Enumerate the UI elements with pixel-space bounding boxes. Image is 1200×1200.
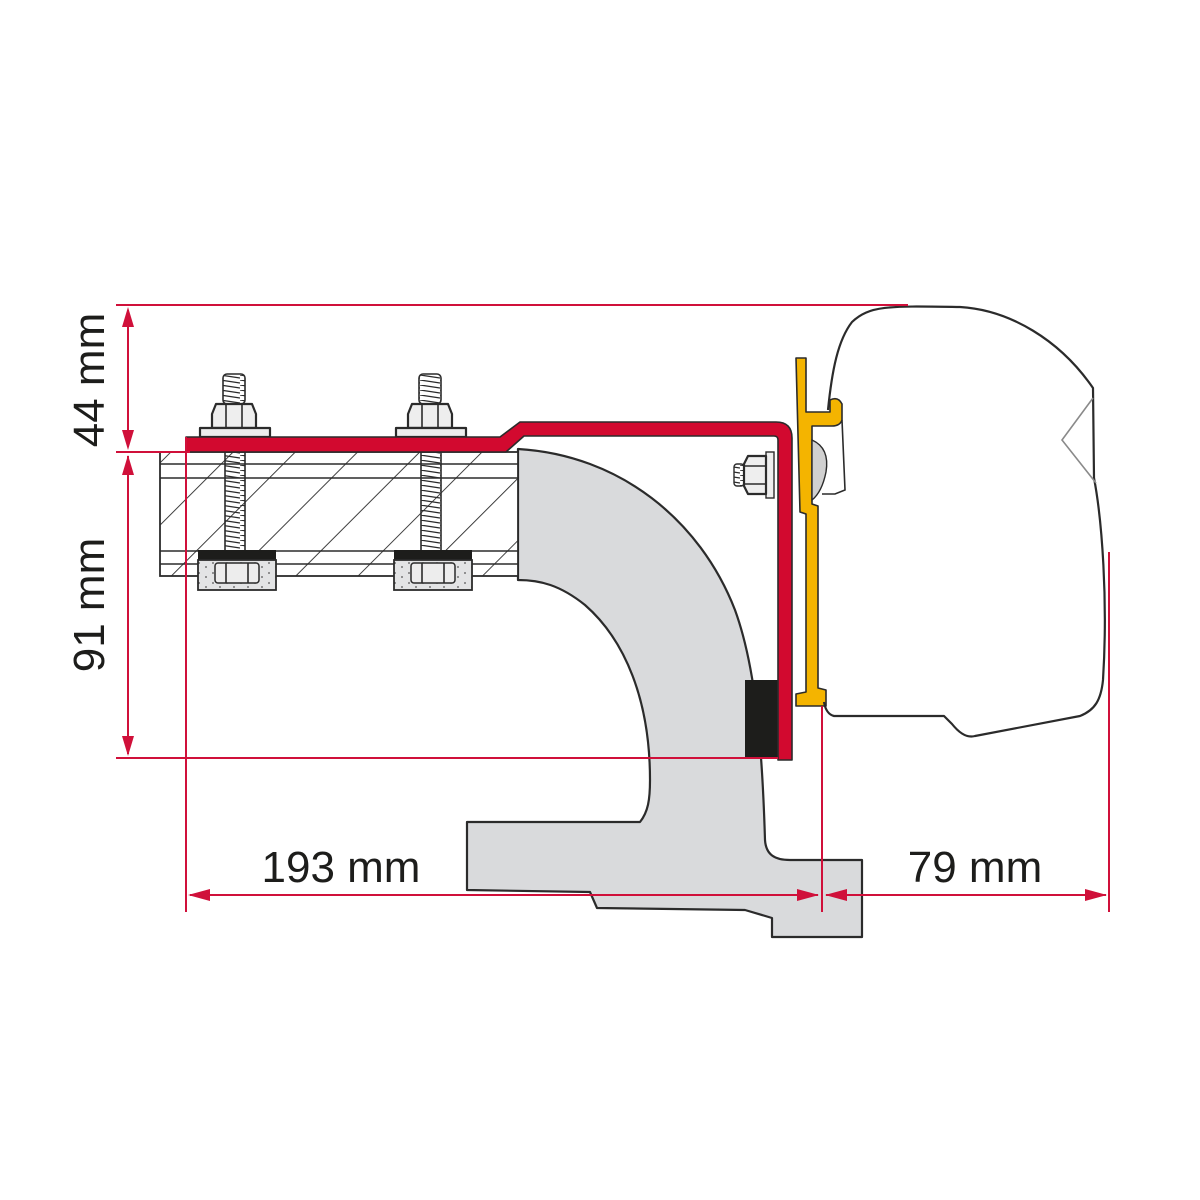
awning-housing (822, 305, 1106, 738)
bolt-right (393, 373, 473, 591)
bolt-left (197, 373, 277, 591)
vehicle-body-profile (465, 447, 864, 939)
side-bolt (733, 451, 775, 499)
dim-label-79mm: 79 mm (908, 843, 1042, 892)
dim-label-44mm: 44 mm (65, 313, 114, 447)
dim-label-193mm: 193 mm (262, 843, 421, 892)
mounting-bracket (185, 421, 793, 761)
dimension-lines (116, 304, 1110, 912)
awning-rail (795, 357, 843, 707)
dim-label-91mm: 91 mm (65, 538, 114, 672)
gasket (745, 680, 781, 758)
